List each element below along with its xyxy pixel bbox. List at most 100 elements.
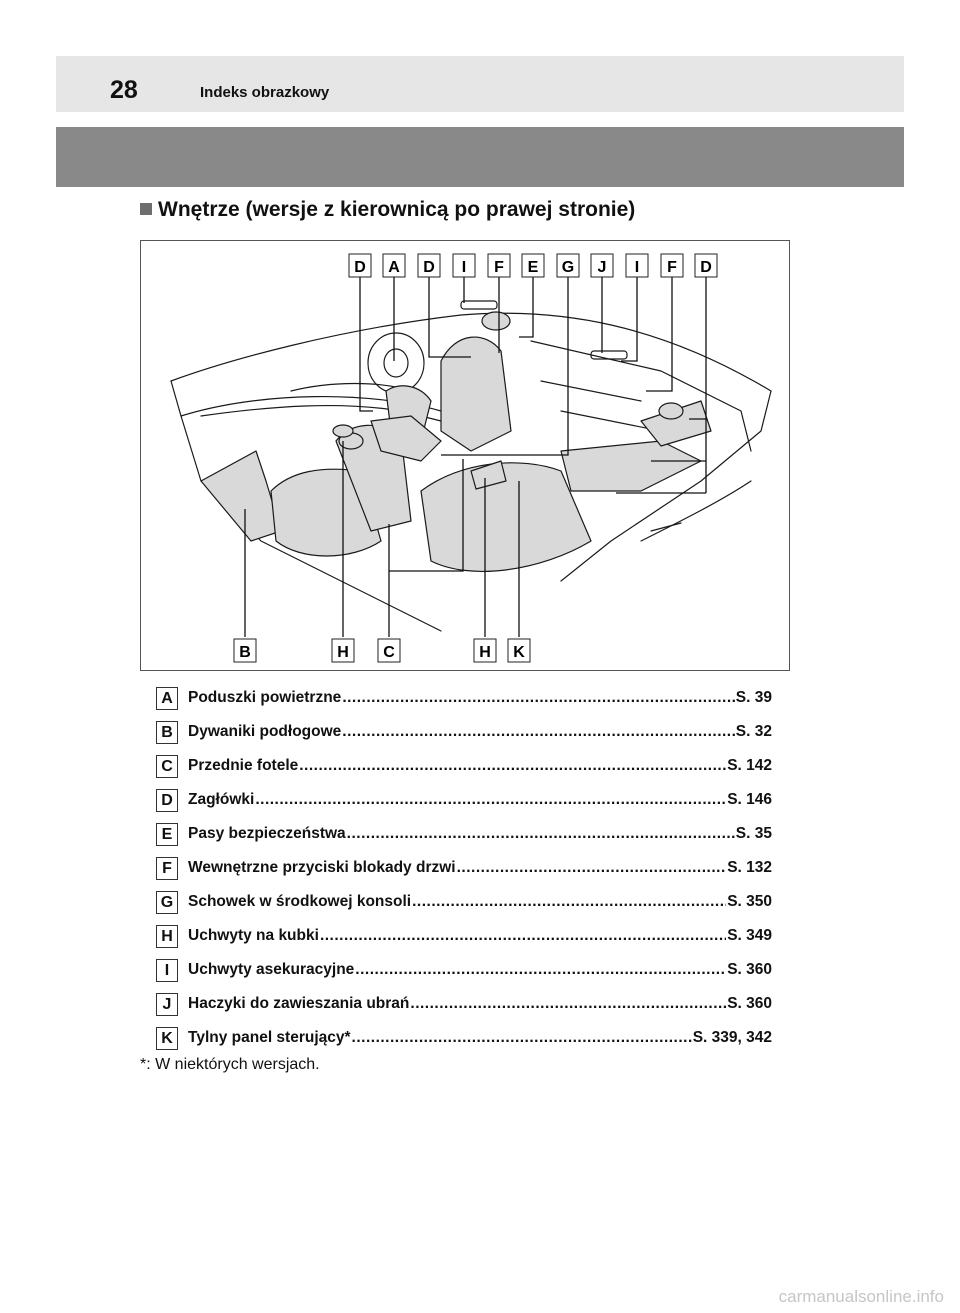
legend-row: A Poduszki powietrzne S. 39: [156, 684, 772, 718]
legend-letter-box: I: [156, 959, 178, 982]
svg-text:K: K: [513, 644, 525, 661]
watermark: carmanualsonline.info: [778, 1287, 944, 1306]
legend-letter-box: B: [156, 721, 178, 744]
svg-text:E: E: [528, 259, 539, 276]
svg-text:H: H: [337, 644, 349, 661]
callout-H-cup-holders: H: [331, 638, 355, 663]
legend-item-name: Schowek w środkowej konsoli: [188, 893, 412, 910]
footnote: *: W niektórych wersjach.: [140, 1056, 320, 1073]
callout-K-rear-control-panel: K: [507, 638, 531, 663]
legend-item-name: Pasy bezpieczeństwa: [188, 825, 346, 842]
dot-leader: [320, 926, 726, 946]
dot-leader: [457, 858, 727, 878]
callout-D-headrest: D: [694, 253, 718, 278]
svg-text:J: J: [598, 259, 607, 276]
square-bullet-icon: [140, 203, 152, 215]
header-band: [56, 127, 904, 187]
dot-leader: [347, 824, 735, 844]
interior-illustration: D A D I F E G J I F D B H C H K: [140, 240, 790, 671]
subheading-text: Wnętrze (wersje z kierownicą po prawej s…: [158, 198, 636, 221]
legend-item-name: Przednie fotele: [188, 757, 299, 774]
legend-page-ref[interactable]: S. 349: [727, 927, 772, 944]
callout-D-headrest: D: [417, 253, 441, 278]
dot-leader: [342, 688, 734, 708]
legend-page-ref[interactable]: S. 39: [735, 689, 772, 706]
callout-G-console-box: G: [556, 253, 580, 278]
legend-row: C Przednie fotele S. 142: [156, 752, 772, 786]
callout-D-headrest: D: [348, 253, 372, 278]
dot-leader: [299, 756, 726, 776]
legend-page-ref[interactable]: S. 142: [727, 757, 772, 774]
legend-letter-box: G: [156, 891, 178, 914]
svg-text:D: D: [354, 259, 366, 276]
svg-text:H: H: [479, 644, 491, 661]
legend-letter-box: A: [156, 687, 178, 710]
legend-letter-box: D: [156, 789, 178, 812]
dot-leader: [355, 960, 726, 980]
legend-row: K Tylny panel sterujący* S. 339, 342: [156, 1024, 772, 1058]
dot-leader: [255, 790, 726, 810]
svg-text:G: G: [562, 259, 574, 276]
page-number: 28: [110, 76, 138, 104]
legend-letter-box: K: [156, 1027, 178, 1050]
legend-list: A Poduszki powietrzne S. 39 B Dywaniki podł…: [156, 684, 772, 1058]
legend-page-ref[interactable]: S. 35: [735, 825, 772, 842]
svg-text:D: D: [423, 259, 435, 276]
svg-text:B: B: [239, 644, 251, 661]
svg-text:A: A: [388, 259, 400, 276]
legend-letter-box: E: [156, 823, 178, 846]
legend-page-ref[interactable]: S. 360: [727, 961, 772, 978]
header-bar: [56, 56, 904, 112]
subheading: Wnętrze (wersje z kierownicą po prawej s…: [140, 198, 635, 222]
dot-leader: [412, 892, 726, 912]
legend-item-name: Haczyki do zawieszania ubrań: [188, 995, 410, 1012]
legend-row: J Haczyki do zawieszania ubrań S. 360: [156, 990, 772, 1024]
legend-page-ref[interactable]: S. 350: [727, 893, 772, 910]
legend-page-ref[interactable]: S. 339, 342: [692, 1029, 772, 1046]
callout-J-coat-hook: J: [590, 253, 614, 278]
legend-row: F Wewnętrzne przyciski blokady drzwi S. 13…: [156, 854, 772, 888]
callout-F-lock-button: F: [487, 253, 511, 278]
legend-page-ref[interactable]: S. 360: [727, 995, 772, 1012]
legend-page-ref[interactable]: S. 146: [727, 791, 772, 808]
dot-leader: [410, 994, 726, 1014]
legend-row: H Uchwyty na kubki S. 349: [156, 922, 772, 956]
legend-item-name: Uchwyty asekuracyjne: [188, 961, 355, 978]
callout-A-airbags: A: [382, 253, 406, 278]
legend-item-name: Uchwyty na kubki: [188, 927, 319, 944]
legend-letter-box: C: [156, 755, 178, 778]
section-title: Indeks obrazkowy: [200, 84, 330, 101]
legend-letter-box: F: [156, 857, 178, 880]
svg-text:I: I: [635, 259, 639, 276]
legend-letter-box: H: [156, 925, 178, 948]
legend-row: I Uchwyty asekuracyjne S. 360: [156, 956, 772, 990]
legend-item-name: Dywaniki podłogowe: [188, 723, 342, 740]
callout-I-assist-grip: I: [452, 253, 476, 278]
legend-item-name: Wewnętrzne przyciski blokady drzwi: [188, 859, 456, 876]
callout-B-floor-mats: B: [233, 638, 257, 663]
svg-text:I: I: [462, 259, 466, 276]
legend-page-ref[interactable]: S. 132: [727, 859, 772, 876]
dot-leader: [352, 1028, 692, 1048]
bottom-callouts: B H C H K: [233, 638, 531, 663]
legend-row: G Schowek w środkowej konsoli S. 350: [156, 888, 772, 922]
dot-leader: [342, 722, 735, 742]
callout-E-seat-belts: E: [521, 253, 545, 278]
legend-item-name: Tylny panel sterujący*: [188, 1029, 351, 1046]
callout-C-front-seats: C: [377, 638, 401, 663]
callout-H-cup-holders: H: [473, 638, 497, 663]
legend-item-name: Poduszki powietrzne: [188, 689, 342, 706]
legend-row: B Dywaniki podłogowe S. 32: [156, 718, 772, 752]
legend-row: E Pasy bezpieczeństwa S. 35: [156, 820, 772, 854]
legend-letter-box: J: [156, 993, 178, 1016]
svg-text:D: D: [700, 259, 712, 276]
legend-item-name: Zagłówki: [188, 791, 255, 808]
interior-drawing: D A D I F E G J I F D B H C H K: [170, 253, 772, 663]
svg-text:F: F: [667, 259, 677, 276]
svg-text:F: F: [494, 259, 504, 276]
top-callouts: D A D I F E G J I F D: [348, 253, 718, 278]
svg-text:C: C: [383, 644, 395, 661]
legend-row: D Zagłówki S. 146: [156, 786, 772, 820]
callout-F-lock-button: F: [660, 253, 684, 278]
legend-page-ref[interactable]: S. 32: [735, 723, 772, 740]
